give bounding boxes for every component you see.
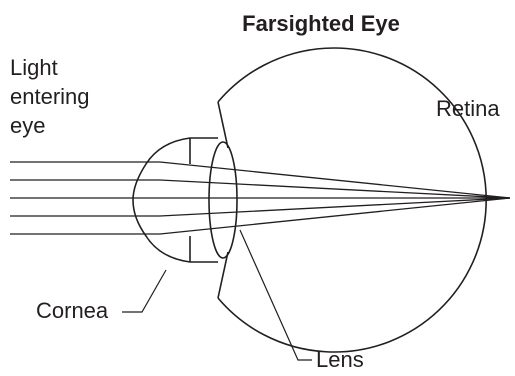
diagram-title: Farsighted Eye (242, 11, 400, 36)
light-rays (10, 162, 510, 234)
iris-lower-edge (218, 252, 228, 298)
cornea-label: Cornea (36, 298, 109, 323)
cornea-leader-line (122, 270, 166, 312)
light-entering-label-line3: eye (10, 113, 45, 138)
lens-outline (209, 142, 237, 258)
cornea-outline (133, 138, 218, 262)
eyeball-outline (218, 48, 486, 352)
light-ray (10, 198, 510, 216)
lens-label: Lens (316, 347, 364, 372)
light-ray (10, 180, 510, 198)
iris-upper-edge (218, 102, 228, 148)
light-entering-label-line2: entering (10, 84, 90, 109)
retina-label: Retina (436, 96, 500, 121)
light-entering-label-line1: Light (10, 55, 58, 80)
